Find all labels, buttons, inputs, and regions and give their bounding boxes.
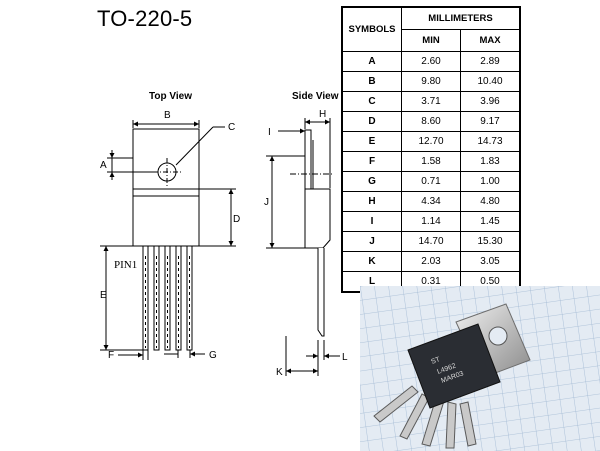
dim-label-b: B <box>164 110 171 121</box>
dimension-symbol-cell: F <box>341 150 402 172</box>
dimension-symbol-cell: C <box>341 90 402 112</box>
millimeters-header: MILLIMETERS <box>401 6 521 30</box>
dimension-symbol-cell: J <box>341 230 402 252</box>
side-view-tab <box>304 129 312 190</box>
pin1-label: PIN1 <box>114 259 137 271</box>
side-view-body <box>304 188 331 249</box>
dimension-max-cell: 1.00 <box>460 170 521 192</box>
dim-label-e: E <box>100 290 107 301</box>
dimension-min-cell: 12.70 <box>401 130 461 152</box>
dimension-symbol-cell: G <box>341 170 402 192</box>
side-view-label: Side View <box>292 91 339 102</box>
dimension-max-cell: 1.45 <box>460 210 521 232</box>
min-header: MIN <box>401 28 461 52</box>
dim-label-h: H <box>319 109 326 120</box>
dimension-min-cell: 2.60 <box>401 50 461 72</box>
dimension-max-cell: 9.17 <box>460 110 521 132</box>
dimension-symbol-cell: H <box>341 190 402 212</box>
package-title: TO-220-5 <box>97 6 193 31</box>
dimension-max-cell: 14.73 <box>460 130 521 152</box>
symbols-header: SYMBOLS <box>341 6 402 52</box>
dim-label-d: D <box>233 214 240 225</box>
dimension-min-cell: 9.80 <box>401 70 461 92</box>
dimension-symbol-cell: E <box>341 130 402 152</box>
component-photo-drawing: ST L4962 MAR03 <box>360 286 600 451</box>
dimension-symbol-cell: B <box>341 70 402 92</box>
dimension-min-cell: 14.70 <box>401 230 461 252</box>
dimension-symbol-cell: A <box>341 50 402 72</box>
dimension-min-cell: 1.58 <box>401 150 461 172</box>
dim-label-a: A <box>100 160 107 171</box>
dimension-max-cell: 1.83 <box>460 150 521 172</box>
dimension-min-cell: 4.34 <box>401 190 461 212</box>
dimension-symbol-cell: K <box>341 250 402 272</box>
dimension-max-cell: 4.80 <box>460 190 521 212</box>
dimension-min-cell: 3.71 <box>401 90 461 112</box>
dimension-min-cell: 8.60 <box>401 110 461 132</box>
dimension-max-cell: 3.96 <box>460 90 521 112</box>
dim-label-g: G <box>209 350 217 361</box>
component-photo: ST L4962 MAR03 <box>360 286 600 451</box>
dim-label-k: K <box>276 367 283 378</box>
top-view-tab-outline <box>132 128 200 190</box>
dimension-symbol-cell: I <box>341 210 402 232</box>
dimension-max-cell: 10.40 <box>460 70 521 92</box>
dim-label-j: J <box>264 197 269 208</box>
max-header: MAX <box>460 28 521 52</box>
dimension-min-cell: 1.14 <box>401 210 461 232</box>
dimension-symbol-cell: D <box>341 110 402 132</box>
dim-label-c: C <box>228 122 235 133</box>
top-view-label: Top View <box>149 91 192 102</box>
dimension-max-cell: 2.89 <box>460 50 521 72</box>
photo-marking-1: ST <box>430 356 441 366</box>
top-view-body-outline <box>132 188 200 247</box>
dimension-max-cell: 3.05 <box>460 250 521 272</box>
dimension-min-cell: 2.03 <box>401 250 461 272</box>
dimension-min-cell: 0.71 <box>401 170 461 192</box>
dimension-max-cell: 15.30 <box>460 230 521 252</box>
dim-label-i: I <box>268 127 271 138</box>
dim-label-f: F <box>108 350 114 361</box>
dim-label-l: L <box>342 352 348 363</box>
